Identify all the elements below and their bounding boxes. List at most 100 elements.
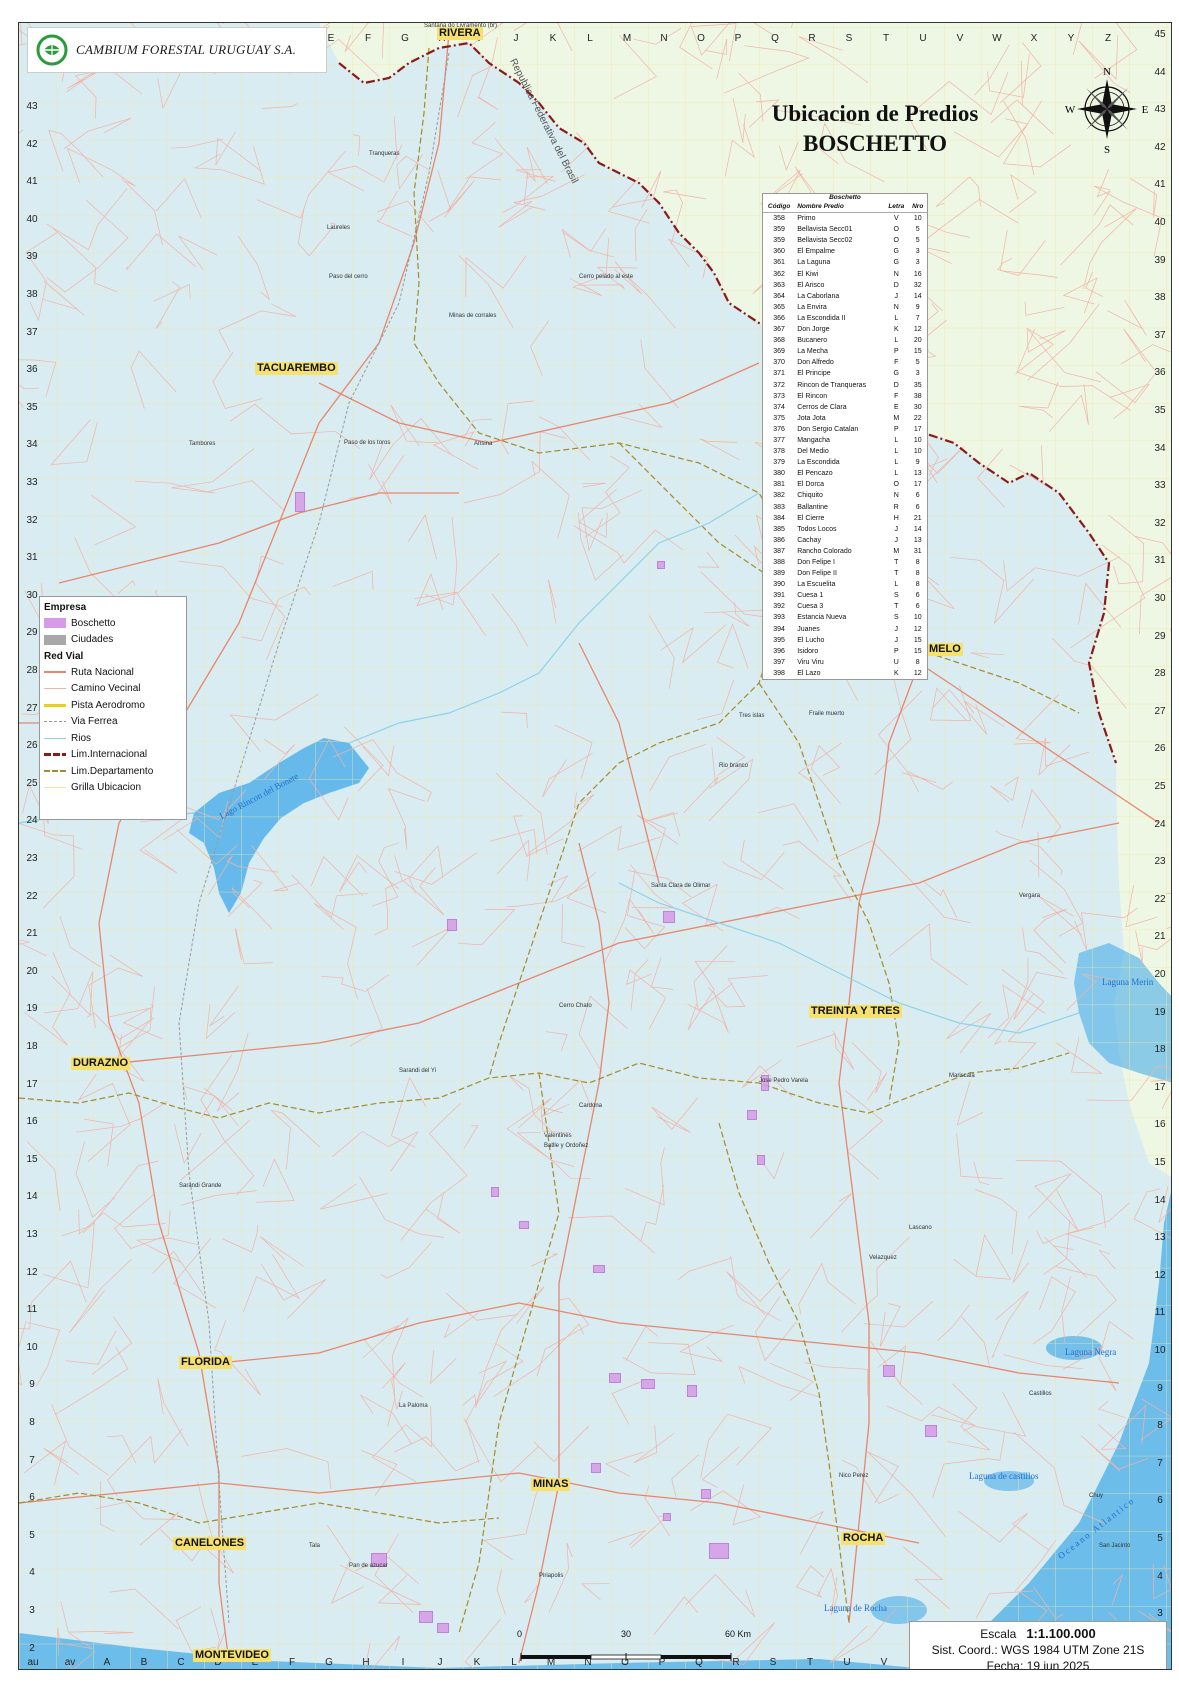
predio-boschetto[interactable] bbox=[519, 1221, 529, 1229]
city-durazno[interactable]: DURAZNO bbox=[71, 1057, 130, 1070]
camino-vecinal bbox=[990, 776, 1019, 803]
camino-vecinal bbox=[991, 1290, 1029, 1359]
legend-swatch-lim-int bbox=[44, 753, 66, 757]
camino-vecinal bbox=[633, 27, 682, 45]
table-cell: 367 bbox=[773, 326, 785, 334]
predio-boschetto[interactable] bbox=[295, 492, 305, 512]
predio-boschetto[interactable] bbox=[591, 1463, 601, 1473]
camino-vecinal bbox=[777, 109, 861, 126]
camino-vecinal bbox=[700, 1413, 773, 1478]
predio-boschetto[interactable] bbox=[641, 1379, 655, 1389]
predio-boschetto[interactable] bbox=[593, 1265, 605, 1273]
predio-boschetto[interactable] bbox=[687, 1385, 697, 1397]
city-rocha[interactable]: ROCHA bbox=[841, 1532, 886, 1545]
predio-boschetto[interactable] bbox=[419, 1611, 433, 1623]
predio-boschetto[interactable] bbox=[709, 1543, 729, 1559]
city-treinta-y-tres[interactable]: TREINTA Y TRES bbox=[809, 1005, 902, 1018]
predio-boschetto[interactable] bbox=[491, 1187, 499, 1197]
camino-vecinal bbox=[394, 116, 398, 160]
predio-boschetto[interactable] bbox=[437, 1623, 449, 1633]
grid-letter-top: T bbox=[882, 33, 890, 44]
grid-number-left: 17 bbox=[26, 1078, 38, 1090]
city-canelones[interactable]: CANELONES bbox=[173, 1537, 247, 1550]
map-canvas[interactable] bbox=[19, 23, 1172, 1670]
predio-boschetto[interactable] bbox=[925, 1425, 937, 1437]
city-florida[interactable]: FLORIDA bbox=[179, 1356, 232, 1369]
city-melo[interactable]: MELO bbox=[927, 643, 963, 656]
map-frame[interactable]: EFGHIJKLMNOPQRSTUVWXYZ auavABCDEFGHIJKLM… bbox=[18, 22, 1172, 1670]
camino-vecinal bbox=[956, 1080, 984, 1126]
city-montevideo[interactable]: MONTEVIDEO bbox=[193, 1649, 271, 1662]
predio-boschetto[interactable] bbox=[663, 911, 675, 923]
predio-boschetto[interactable] bbox=[609, 1373, 621, 1383]
predio-boschetto[interactable] bbox=[883, 1365, 895, 1377]
grid-number-right: 38 bbox=[1154, 292, 1166, 304]
camino-vecinal bbox=[19, 384, 39, 408]
predio-boschetto[interactable] bbox=[701, 1489, 711, 1499]
predio-boschetto[interactable] bbox=[447, 919, 457, 931]
predio-boschetto[interactable] bbox=[757, 1155, 765, 1165]
camino-vecinal bbox=[561, 228, 615, 258]
grid-number-left: 29 bbox=[26, 627, 38, 639]
city-rivera[interactable]: RIVERA bbox=[437, 27, 483, 40]
grid-number-right: 18 bbox=[1154, 1044, 1166, 1056]
predio-boschetto[interactable] bbox=[657, 561, 665, 569]
camino-vecinal bbox=[1002, 100, 1072, 168]
city-minas[interactable]: MINAS bbox=[531, 1478, 571, 1491]
camino-vecinal bbox=[804, 1362, 868, 1396]
camino-vecinal bbox=[810, 744, 841, 805]
predio-boschetto[interactable] bbox=[663, 1513, 671, 1521]
predio-boschetto[interactable] bbox=[761, 1075, 769, 1091]
camino-vecinal bbox=[563, 228, 606, 252]
predio-boschetto[interactable] bbox=[747, 1110, 757, 1120]
place-label: Laureles bbox=[327, 225, 351, 231]
camino-vecinal bbox=[1094, 185, 1163, 257]
predio-boschetto[interactable] bbox=[371, 1553, 387, 1567]
city-tacuarembo[interactable]: TACUAREMBO bbox=[255, 362, 338, 375]
camino-vecinal bbox=[54, 1346, 129, 1416]
table-cell: 6 bbox=[915, 492, 920, 500]
